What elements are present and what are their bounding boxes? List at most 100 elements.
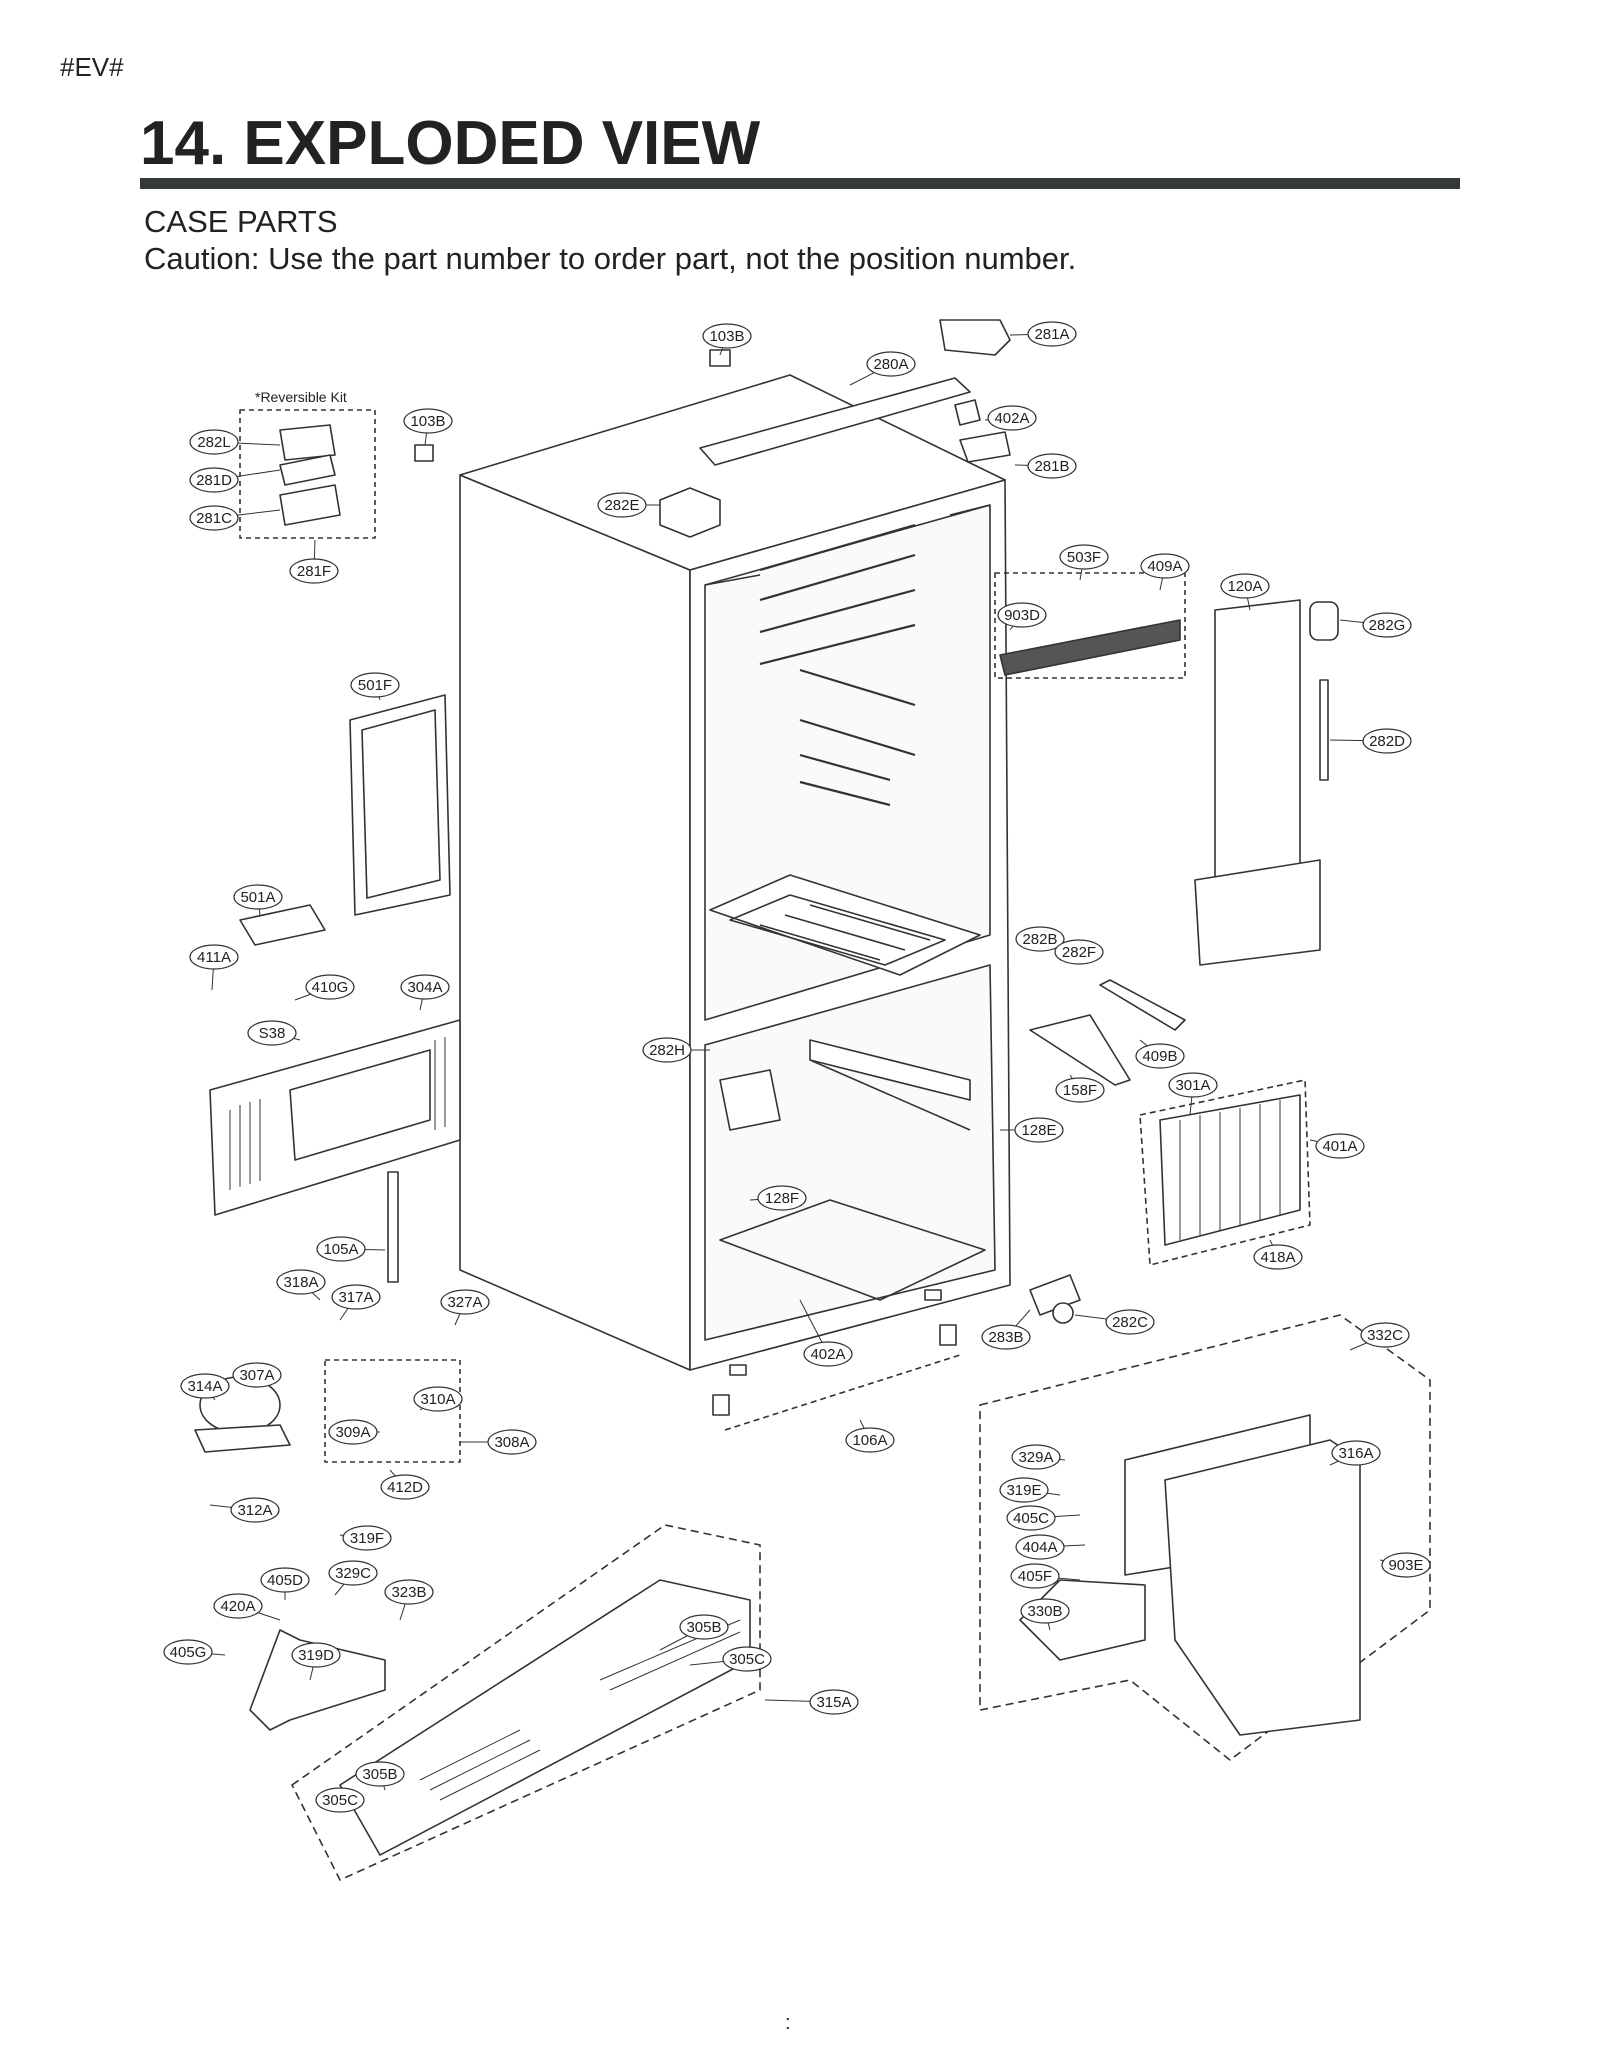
callout-305b-62: 305B bbox=[659, 1614, 729, 1651]
callout-401a-30: 401A bbox=[1309, 1133, 1365, 1159]
callout-420a-59: 420A bbox=[213, 1593, 281, 1621]
callout-label: 281A bbox=[1034, 326, 1069, 343]
callout-balloon bbox=[1105, 1309, 1155, 1335]
top-hinge-parts bbox=[414, 319, 1011, 463]
callout-label: 405D bbox=[267, 1572, 303, 1589]
callout-305b-67: 305B bbox=[355, 1761, 405, 1791]
callout-405g-63: 405G bbox=[163, 1639, 226, 1665]
callout-label: 128F bbox=[765, 1190, 799, 1207]
callout-label: 105A bbox=[323, 1241, 358, 1258]
callout-balloon bbox=[400, 974, 450, 1000]
callout-balloon bbox=[757, 1185, 807, 1211]
callout-319d-64: 319D bbox=[291, 1642, 341, 1681]
callout-balloon bbox=[232, 1362, 282, 1388]
callout-410g-20: 410G bbox=[294, 974, 355, 1001]
callout-318a-34: 318A bbox=[276, 1269, 326, 1301]
callout-label: 282H bbox=[649, 1042, 685, 1059]
callout-label: 128E bbox=[1021, 1122, 1056, 1139]
callout-balloon bbox=[702, 323, 752, 349]
callout-label: 327A bbox=[447, 1294, 482, 1311]
callout-405f-58: 405F bbox=[1010, 1563, 1081, 1589]
callout-label: 305B bbox=[362, 1766, 397, 1783]
duct-120a bbox=[1194, 599, 1321, 966]
callout-balloon bbox=[189, 429, 239, 455]
callout-317a-35: 317A bbox=[331, 1284, 381, 1321]
callout-balloon bbox=[213, 1593, 263, 1619]
callout-label: 307A bbox=[239, 1367, 274, 1384]
callout-label: 405F bbox=[1018, 1568, 1052, 1585]
callout-label: 281C bbox=[196, 510, 232, 527]
callout-label: 310A bbox=[420, 1391, 455, 1408]
callout-409b-26: 409B bbox=[1135, 1039, 1185, 1069]
callout-balloon bbox=[803, 1341, 853, 1367]
callout-balloon bbox=[1011, 1444, 1061, 1470]
callout-balloon bbox=[331, 1284, 381, 1310]
callout-120a-13: 120A bbox=[1220, 573, 1270, 611]
callout-label: 330B bbox=[1027, 1603, 1062, 1620]
callout-balloon bbox=[1006, 1505, 1056, 1531]
callout-balloon bbox=[1315, 1133, 1365, 1159]
callout-label: 420A bbox=[220, 1598, 255, 1615]
callout-314a-41: 314A bbox=[180, 1373, 230, 1401]
callout-balloon bbox=[315, 1787, 365, 1813]
reversible-kit-box bbox=[239, 409, 376, 539]
callout-balloon bbox=[845, 1427, 895, 1453]
page-marker: : bbox=[785, 2012, 791, 2034]
callout-316a-48: 316A bbox=[1329, 1440, 1381, 1466]
callout-label: 316A bbox=[1338, 1445, 1373, 1462]
callout-label: 409B bbox=[1142, 1048, 1177, 1065]
callout-balloon bbox=[1253, 1244, 1303, 1270]
callout-label: 319D bbox=[298, 1647, 334, 1664]
callout-label: 103B bbox=[410, 413, 445, 430]
callout-903e-55: 903E bbox=[1379, 1552, 1431, 1578]
callout-balloon bbox=[440, 1289, 490, 1315]
callout-418a-32: 418A bbox=[1253, 1239, 1303, 1270]
callout-402a-4: 402A bbox=[984, 405, 1037, 431]
callout-305c-68: 305C bbox=[315, 1787, 365, 1813]
callout-balloon bbox=[180, 1373, 230, 1399]
callout-balloon bbox=[1362, 728, 1412, 754]
callout-balloon bbox=[291, 1642, 341, 1668]
callout-balloon bbox=[1220, 573, 1270, 599]
callout-323b-60: 323B bbox=[384, 1579, 434, 1621]
callout-label: 411A bbox=[197, 949, 231, 966]
callout-label: 312A bbox=[237, 1502, 272, 1519]
callout-409a-12: 409A bbox=[1140, 553, 1190, 591]
callout-balloon bbox=[487, 1429, 537, 1455]
callout-balloon bbox=[163, 1639, 213, 1665]
callout-balloon bbox=[1014, 1117, 1064, 1143]
callout-label: 418A bbox=[1260, 1249, 1295, 1266]
callout-balloon bbox=[809, 1689, 859, 1715]
callout-label: 903D bbox=[1004, 607, 1040, 624]
callout-329c-57: 329C bbox=[328, 1560, 378, 1596]
callout-label: 401A bbox=[1322, 1138, 1357, 1155]
callout-label: 282E bbox=[604, 497, 639, 514]
callout-label: 501F bbox=[358, 677, 392, 694]
callout-402a-40: 402A bbox=[799, 1299, 853, 1367]
callout-282e-10: 282E bbox=[597, 492, 660, 518]
callout-label: 314A bbox=[187, 1378, 222, 1395]
callout-label: 305B bbox=[686, 1619, 721, 1636]
callout-label: 305C bbox=[729, 1651, 765, 1668]
callout-283b-37: 283B bbox=[981, 1309, 1031, 1350]
callout-282g-15: 282G bbox=[1339, 612, 1412, 638]
callout-label: 319F bbox=[350, 1530, 384, 1547]
callout-label: 120A bbox=[1227, 578, 1262, 595]
callout-balloon bbox=[189, 505, 239, 531]
callout-label: 281F bbox=[297, 563, 331, 580]
callout-balloon bbox=[866, 351, 916, 377]
callout-412d-49: 412D bbox=[380, 1469, 430, 1500]
callout-128f-31: 128F bbox=[749, 1185, 807, 1211]
evaporator-301a bbox=[1139, 1079, 1311, 1266]
callout-327a-36: 327A bbox=[440, 1289, 490, 1326]
callout-balloon bbox=[1362, 612, 1412, 638]
callout-329a-47: 329A bbox=[1011, 1444, 1066, 1470]
callout-label: 305C bbox=[322, 1792, 358, 1809]
callout-105a-33: 105A bbox=[316, 1236, 386, 1262]
callout-330b-61: 330B bbox=[1020, 1598, 1070, 1631]
document-tag: #EV# bbox=[60, 52, 124, 82]
callout-label: 282G bbox=[1369, 617, 1406, 634]
callout-balloon bbox=[1054, 939, 1104, 965]
callout-balloon bbox=[597, 492, 647, 518]
callout-282f-24: 282F bbox=[1054, 939, 1104, 965]
